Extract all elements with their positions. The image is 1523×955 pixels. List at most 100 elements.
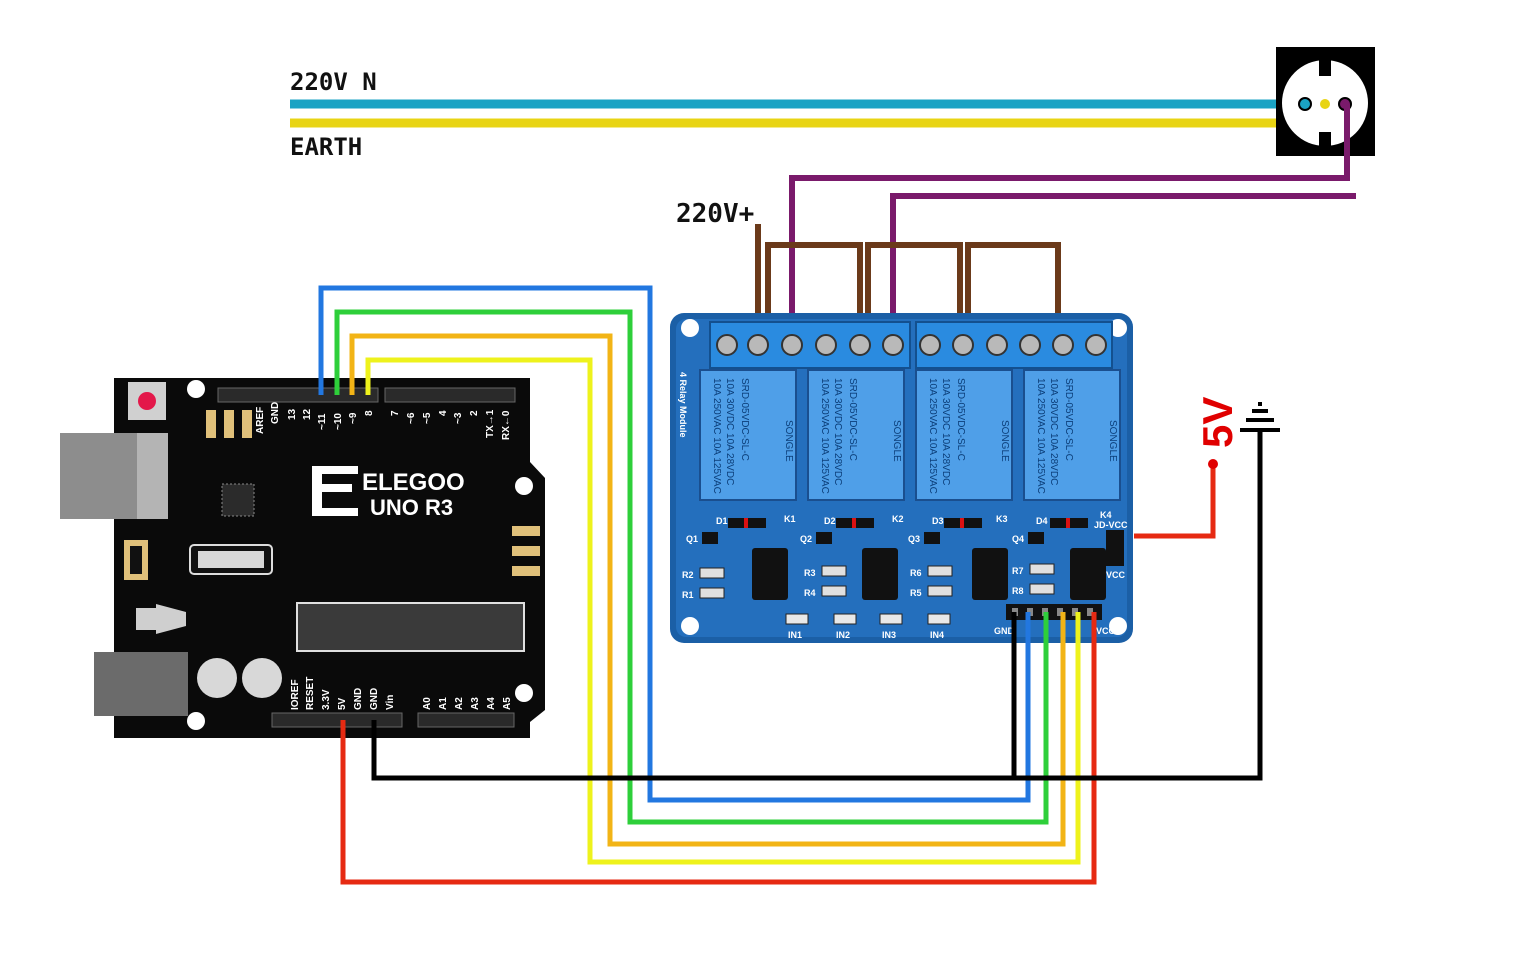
svg-text:R7: R7	[1012, 566, 1024, 576]
vcc-jumper: JD-VCC VCC	[1094, 520, 1128, 580]
svg-text:IN1: IN1	[788, 630, 802, 640]
svg-text:10A 250VAC 10A 125VAC: 10A 250VAC 10A 125VAC	[927, 378, 938, 494]
svg-text:~5: ~5	[422, 412, 433, 424]
svg-text:4: 4	[438, 410, 449, 416]
svg-text:RESET: RESET	[305, 677, 316, 710]
optocouplers	[752, 548, 1106, 600]
relay-module: 4 Relay Module 10A 250VAC 10A 125VAC 10A…	[670, 313, 1133, 643]
svg-text:10A 250VAC 10A 125VAC: 10A 250VAC 10A 125VAC	[711, 378, 722, 494]
label-k1: K1	[784, 514, 796, 524]
svg-text:10A 250VAC 10A 125VAC: 10A 250VAC 10A 125VAC	[1035, 378, 1046, 494]
svg-text:Q4: Q4	[1012, 534, 1024, 544]
svg-text:R4: R4	[804, 588, 816, 598]
svg-text:10A 250VAC 10A 125VAC: 10A 250VAC 10A 125VAC	[819, 378, 830, 494]
live-switched-wire-1	[789, 104, 1350, 340]
svg-text:GND: GND	[353, 688, 364, 710]
svg-text:R3: R3	[804, 568, 816, 578]
svg-text:IOREF: IOREF	[290, 679, 301, 710]
svg-text:JD-VCC: JD-VCC	[1094, 520, 1128, 530]
wire-jdvcc	[1134, 464, 1216, 539]
svg-text:GND: GND	[369, 688, 380, 710]
svg-text:IN2: IN2	[836, 630, 850, 640]
wire-vcc	[340, 612, 1097, 885]
top-pin-labels: AREF GND 13 12 ~11 ~10 ~9 8 7 ~6 ~5 4 ~3…	[255, 402, 512, 440]
svg-text:R5: R5	[910, 588, 922, 598]
wire-in4	[365, 357, 1081, 865]
neutral-label: 220V N	[290, 68, 377, 96]
resistors: R2 R1 R3 R4 R6 R5 R7 R8	[682, 563, 1055, 600]
transistors: Q1 Q2 Q3 Q4	[686, 532, 1044, 544]
svg-text:A5: A5	[502, 697, 513, 710]
bottom-pin-labels: IOREF RESET 3.3V 5V GND GND Vin A0 A1 A2…	[290, 677, 513, 710]
diodes: D1 D2 D3 D4	[716, 516, 1088, 528]
svg-text:SONGLE: SONGLE	[999, 420, 1010, 462]
svg-text:R2: R2	[682, 570, 694, 580]
svg-text:~9: ~9	[348, 412, 359, 424]
svg-text:R1: R1	[682, 590, 694, 600]
svg-text:TX→1: TX→1	[485, 409, 496, 438]
svg-text:SRD-05VDC-SL-C: SRD-05VDC-SL-C	[847, 378, 858, 461]
signal-wires	[318, 285, 1263, 885]
svg-text:10A 30VDC 10A 28VDC: 10A 30VDC 10A 28VDC	[940, 378, 951, 485]
module-title: 4 Relay Module	[678, 372, 688, 438]
svg-text:IN4: IN4	[930, 630, 944, 640]
svg-text:A3: A3	[470, 697, 481, 710]
svg-text:SRD-05VDC-SL-C: SRD-05VDC-SL-C	[955, 378, 966, 461]
svg-text:D4: D4	[1036, 516, 1048, 526]
svg-text:~11: ~11	[317, 413, 328, 430]
svg-text:8: 8	[364, 410, 375, 416]
wire-in1	[318, 285, 1031, 803]
wire-gnd	[371, 432, 1263, 781]
svg-text:12: 12	[302, 408, 313, 420]
svg-text:SONGLE: SONGLE	[891, 420, 902, 462]
svg-text:A0: A0	[422, 697, 433, 710]
svg-text:D1: D1	[716, 516, 728, 526]
svg-text:13: 13	[287, 408, 298, 420]
svg-text:VCC: VCC	[1096, 626, 1116, 636]
svg-text:RX←0: RX←0	[501, 410, 512, 440]
svg-text:IN3: IN3	[882, 630, 896, 640]
svg-text:SRD-05VDC-SL-C: SRD-05VDC-SL-C	[739, 378, 750, 461]
svg-text:A4: A4	[486, 697, 497, 710]
svg-text:SRD-05VDC-SL-C: SRD-05VDC-SL-C	[1063, 378, 1074, 461]
ground-symbol-icon	[1240, 402, 1280, 432]
vcc-terminal	[1208, 459, 1218, 469]
svg-text:~10: ~10	[333, 413, 344, 430]
label-k2: K2	[892, 514, 904, 524]
input-leds: IN1 IN2 IN3 IN4	[785, 613, 951, 640]
svg-text:10A 30VDC 10A 28VDC: 10A 30VDC 10A 28VDC	[1048, 378, 1059, 485]
svg-text:A2: A2	[454, 697, 465, 710]
svg-text:A1: A1	[438, 697, 449, 710]
terminal-blocks	[709, 321, 1113, 369]
svg-text:3.3V: 3.3V	[321, 689, 332, 710]
live-switched-wire-2	[890, 193, 1356, 340]
svg-text:2: 2	[469, 410, 480, 416]
wire-in3	[349, 333, 1066, 847]
svg-text:GND: GND	[270, 402, 281, 424]
svg-text:R8: R8	[1012, 586, 1024, 596]
svg-text:SONGLE: SONGLE	[783, 420, 794, 462]
svg-text:10A 30VDC 10A 28VDC: 10A 30VDC 10A 28VDC	[724, 378, 735, 485]
relay-k1: 10A 250VAC 10A 125VAC 10A 30VDC 10A 28VD…	[699, 369, 797, 501]
svg-text:Q3: Q3	[908, 534, 920, 544]
svg-text:Vin: Vin	[385, 695, 396, 710]
label-k4: K4	[1100, 510, 1112, 520]
earth-label: EARTH	[290, 133, 362, 161]
svg-text:VCC: VCC	[1106, 570, 1126, 580]
svg-text:10A 30VDC 10A 28VDC: 10A 30VDC 10A 28VDC	[832, 378, 843, 485]
svg-text:5V: 5V	[337, 697, 348, 710]
svg-text:Q2: Q2	[800, 534, 812, 544]
vcc-label: 5V	[1194, 397, 1241, 448]
svg-text:7: 7	[390, 410, 401, 416]
svg-text:Q1: Q1	[686, 534, 698, 544]
svg-text:R6: R6	[910, 568, 922, 578]
relay-k2: 10A 250VAC 10A 125VAC 10A 30VDC 10A 28VD…	[807, 369, 905, 501]
svg-text:~6: ~6	[406, 412, 417, 424]
svg-text:SONGLE: SONGLE	[1107, 420, 1118, 462]
mains-socket	[1276, 47, 1375, 156]
svg-text:UNO R3: UNO R3	[370, 495, 453, 520]
label-k3: K3	[996, 514, 1008, 524]
svg-text:GND: GND	[994, 626, 1015, 636]
svg-text:D2: D2	[824, 516, 836, 526]
